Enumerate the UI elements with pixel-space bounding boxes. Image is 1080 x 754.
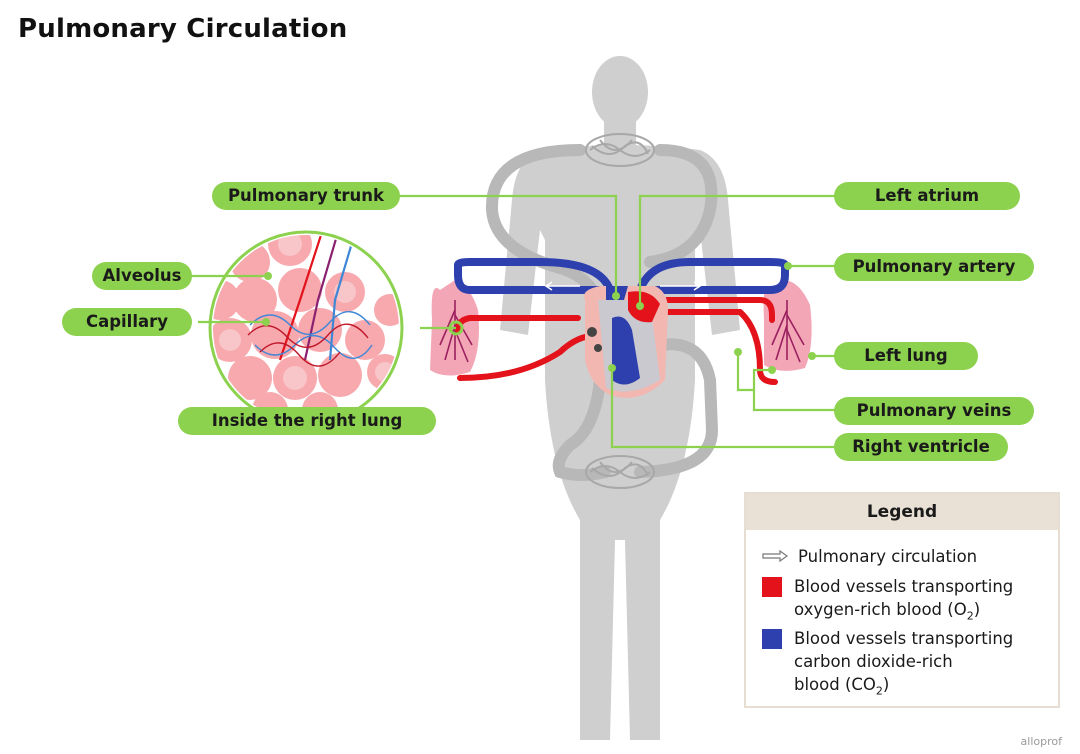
leader-endpoints xyxy=(262,262,816,374)
label-left-atrium: Left atrium xyxy=(834,182,1020,210)
legend-co2-line3: blood (CO2) xyxy=(794,673,1054,702)
label-pulmonary-veins: Pulmonary veins xyxy=(834,397,1034,425)
legend-circulation-text: Pulmonary circulation xyxy=(798,547,978,566)
legend-oxygen-pre: oxygen-rich blood (O xyxy=(794,600,967,619)
artery-arrows xyxy=(544,281,702,291)
legend-oxygen-line1: Blood vessels transporting xyxy=(794,577,1014,596)
legend-co2-line2: carbon dioxide-rich xyxy=(794,652,953,671)
circulation-arrow-icon xyxy=(762,550,788,562)
oxygen-rich-swatch xyxy=(762,577,782,597)
right-lung-marker xyxy=(448,320,464,336)
legend-co2-post: ) xyxy=(882,675,890,694)
page-title: Pulmonary Circulation xyxy=(18,14,348,44)
legend-panel: Legend Pulmonary circulation Blood vesse… xyxy=(744,492,1060,708)
legend-co2-text: Blood vessels transporting carbon dioxid… xyxy=(794,627,1054,702)
legend-title: Legend xyxy=(746,494,1058,530)
legend-oxygen-post: ) xyxy=(973,600,981,619)
capillary-net-lower xyxy=(585,455,655,489)
legend-co2-sub: 2 xyxy=(875,684,883,698)
heart-drawing xyxy=(584,286,668,398)
legend-co2-pre: blood (CO xyxy=(794,675,876,694)
label-capillary: Capillary xyxy=(62,308,192,336)
legend-oxygen-text: Blood vessels transporting oxygen-rich b… xyxy=(794,575,1054,627)
label-inside-right-lung: Inside the right lung xyxy=(178,407,436,435)
label-right-ventricle: Right ventricle xyxy=(834,433,1008,461)
pulmonary-arteries-blue xyxy=(454,258,789,294)
label-pulmonary-artery: Pulmonary artery xyxy=(834,253,1034,281)
alloprof-watermark: alloprof xyxy=(1020,735,1062,748)
label-pulmonary-trunk: Pulmonary trunk xyxy=(212,182,400,210)
left-lung-drawing xyxy=(763,280,812,371)
co2-rich-swatch xyxy=(762,629,782,649)
legend-co2-line1: Blood vessels transporting xyxy=(794,629,1014,648)
leader-lines xyxy=(190,194,836,449)
capillary-net-upper xyxy=(585,133,655,167)
magnified-lung-detail xyxy=(208,230,404,426)
legend-oxygen-line2: oxygen-rich blood (O2) xyxy=(794,598,1054,627)
label-alveolus: Alveolus xyxy=(92,262,192,290)
legend-oxygen-sub: 2 xyxy=(966,609,974,623)
label-left-lung: Left lung xyxy=(834,342,978,370)
